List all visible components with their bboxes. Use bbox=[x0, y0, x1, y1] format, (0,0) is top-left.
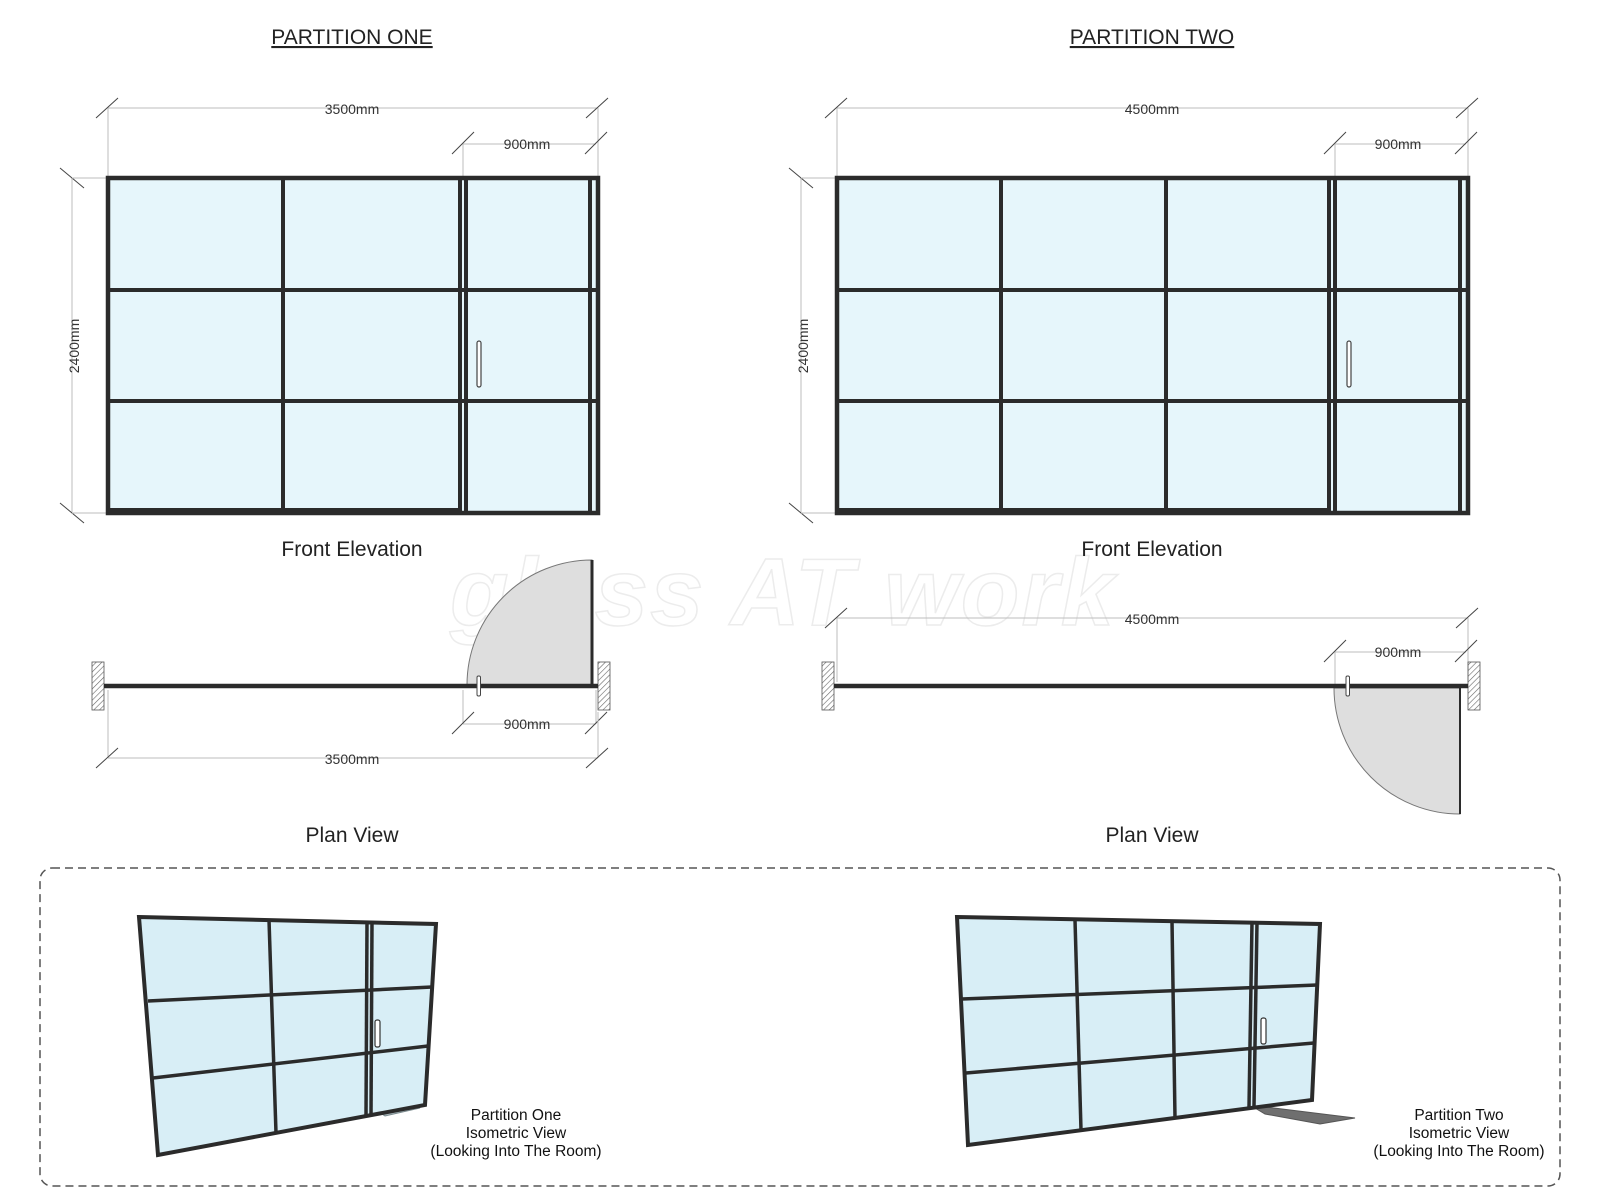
p2-wall-right-icon bbox=[1467, 661, 1481, 711]
partition-one: PARTITION ONE 3500mm 900mm 2400mm bbox=[59, 26, 611, 847]
p1-wall-left-icon bbox=[91, 661, 105, 711]
p2-iso-handle-icon bbox=[1260, 1017, 1267, 1045]
p2-wall-left-icon bbox=[821, 661, 835, 711]
p1-plan-caption: Plan View bbox=[305, 824, 399, 847]
p1-iso-caption-line-2: Isometric View bbox=[466, 1125, 567, 1142]
p1-wall-right-icon bbox=[597, 661, 611, 711]
p1-isometric-view bbox=[136, 914, 439, 1158]
p2-door-swing-icon bbox=[1333, 687, 1461, 815]
p2-plan-caption: Plan View bbox=[1105, 824, 1199, 847]
p2-door-width-label: 900mm bbox=[1375, 136, 1422, 152]
isometric-panel-border bbox=[39, 867, 1561, 1187]
p1-plan-handle-icon bbox=[476, 675, 481, 697]
p2-height-dimension bbox=[788, 167, 837, 524]
p1-plan-view: 900mm 3500mm bbox=[91, 559, 611, 769]
p1-front-elevation bbox=[105, 175, 601, 516]
p2-isometric-view bbox=[954, 914, 1356, 1148]
p1-width-label: 3500mm bbox=[325, 101, 379, 117]
p1-elevation-caption: Front Elevation bbox=[281, 538, 422, 561]
p2-plan-door-width-label: 900mm bbox=[1375, 644, 1422, 660]
p1-plan-door-width-label: 900mm bbox=[504, 716, 551, 732]
partition-two-title: PARTITION TWO bbox=[1070, 26, 1235, 49]
p1-height-label: 2400mm bbox=[66, 319, 82, 373]
p1-door-width-label: 900mm bbox=[504, 136, 551, 152]
p2-plan-handle-icon bbox=[1345, 675, 1350, 697]
p1-height-dimension bbox=[59, 167, 108, 524]
p2-plan-width-label: 4500mm bbox=[1125, 611, 1179, 627]
p1-iso-caption-line-1: Partition One bbox=[471, 1107, 561, 1124]
p1-width-dimension bbox=[95, 97, 609, 176]
p2-door-handle-icon bbox=[1346, 340, 1352, 388]
p2-width-dimension bbox=[824, 97, 1479, 176]
p2-iso-caption-line-2: Isometric View bbox=[1409, 1125, 1510, 1142]
p2-door-width-dimension bbox=[1323, 131, 1478, 176]
p2-height-label: 2400mm bbox=[795, 319, 811, 373]
p2-width-label: 4500mm bbox=[1125, 101, 1179, 117]
p1-door-width-dimension bbox=[451, 131, 608, 176]
partition-one-title: PARTITION ONE bbox=[271, 26, 432, 49]
partition-two: PARTITION TWO 4500mm 900mm 2400mm bbox=[788, 26, 1481, 847]
p2-iso-door-floor-icon bbox=[1249, 1104, 1356, 1125]
p2-iso-caption-line-1: Partition Two bbox=[1414, 1107, 1503, 1124]
p1-iso-handle-icon bbox=[374, 1019, 381, 1048]
p2-front-elevation bbox=[834, 175, 1471, 516]
p1-door-handle-icon bbox=[476, 340, 482, 388]
p1-iso-caption-line-3: (Looking Into The Room) bbox=[430, 1143, 601, 1160]
p2-iso-caption-line-3: (Looking Into The Room) bbox=[1373, 1143, 1544, 1160]
p2-plan-view: 4500mm 900mm bbox=[821, 607, 1481, 815]
p1-plan-width-label: 3500mm bbox=[325, 751, 379, 767]
p2-elevation-caption: Front Elevation bbox=[1081, 538, 1222, 561]
p1-door-swing-icon bbox=[466, 559, 593, 686]
